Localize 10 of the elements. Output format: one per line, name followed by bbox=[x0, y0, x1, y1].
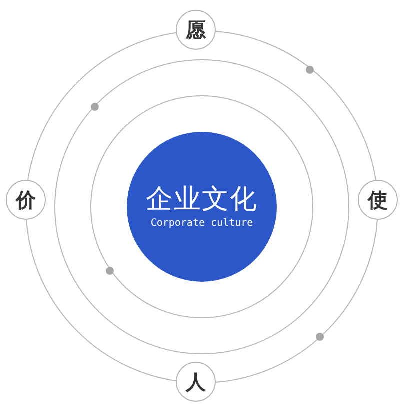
core-title: 企业文化 bbox=[146, 185, 258, 215]
value-character: 价 bbox=[16, 186, 36, 214]
value-character: 愿 bbox=[186, 16, 206, 44]
value-circle bbox=[358, 180, 398, 220]
value-circle bbox=[6, 180, 46, 220]
core-subtitle: Corporate culture bbox=[150, 218, 254, 229]
value-circle bbox=[176, 10, 216, 50]
value-character: 人 bbox=[186, 368, 206, 396]
value-character: 使 bbox=[368, 186, 388, 214]
value-circle bbox=[176, 362, 216, 402]
